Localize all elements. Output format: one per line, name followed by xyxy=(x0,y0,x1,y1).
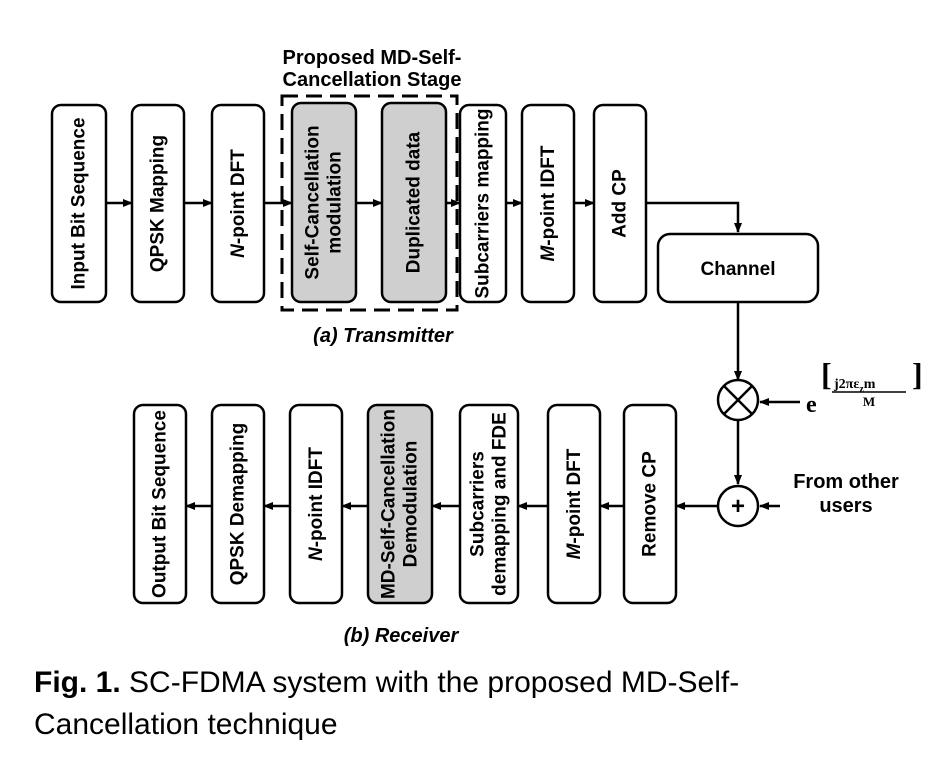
tx-m-point-idft-label-1: M-point IDFT xyxy=(538,145,559,261)
channel-label: Channel xyxy=(701,259,776,280)
stage-title-line2: Cancellation Stage xyxy=(283,69,462,91)
figure-caption-line2: Cancellation technique xyxy=(34,708,338,741)
tx-self-cancellation-modulation-label-2: modulation xyxy=(325,151,346,253)
svg-text:[: [ xyxy=(821,356,832,392)
rx-subcarriers-demapping-and-fde-label-1: Subcarriers xyxy=(468,451,489,557)
rx-md-self-cancellation-demodulation-label-1: MD-Self-Cancellation xyxy=(379,409,400,599)
adder-symbol: + xyxy=(731,493,745,520)
rx-md-self-cancellation-demodulation-label-2: Demodulation xyxy=(401,441,422,568)
rx-output-bit-sequence-label-1: Output Bit Sequence xyxy=(150,410,171,598)
proposed-stage-box xyxy=(280,94,459,312)
rx-subcarriers-demapping-and-fde-label-2: demapping and FDE xyxy=(490,412,511,596)
tx-n-point-dft-label-1: N-point DFT xyxy=(228,149,249,258)
svg-text:e: e xyxy=(806,392,817,418)
transmitter-caption: (a) Transmitter xyxy=(313,325,454,347)
tx-input-bit-sequence-label-1: Input Bit Sequence xyxy=(69,117,90,289)
tx-subcarriers-mapping-label-1: Subcarriers mapping xyxy=(473,108,494,298)
rx-m-point-dft-label-1: M-point DFT xyxy=(564,448,585,559)
other-users-label-line1: From other xyxy=(793,471,899,493)
rx-qpsk-demapping-label-1: QPSK Demapping xyxy=(228,423,249,586)
transmitter-chain: Input Bit Sequence QPSK Mapping N-point DF… xyxy=(50,101,648,304)
svg-text:j2πεzm: j2πεzm xyxy=(833,377,876,395)
receiver-caption: (b) Receiver xyxy=(344,625,460,647)
stage-title-line1: Proposed MD-Self- xyxy=(283,47,462,69)
rx-remove-cp-label-1: Remove CP xyxy=(640,451,661,557)
svg-text:]: ] xyxy=(912,356,923,392)
transmitter-arrows xyxy=(106,199,742,233)
tx-duplicated-data-label-1: Duplicated data xyxy=(404,131,425,273)
figure-caption-line1: Fig. 1. SC-FDMA system with the proposed… xyxy=(34,666,739,699)
tx-add-cp-label-1: Add CP xyxy=(610,169,631,238)
rx-n-point-idft-label-1: N-point IDFT xyxy=(306,447,327,561)
tx-self-cancellation-modulation-label-1: Self-Cancellation xyxy=(303,125,324,279)
phase-exponent: e [ ] j2πεzm M xyxy=(806,356,923,418)
tx-qpsk-mapping-label-1: QPSK Mapping xyxy=(148,135,169,272)
multiplier-icon xyxy=(716,378,760,422)
other-users-label-line2: users xyxy=(819,495,872,517)
svg-text:M: M xyxy=(863,394,875,409)
